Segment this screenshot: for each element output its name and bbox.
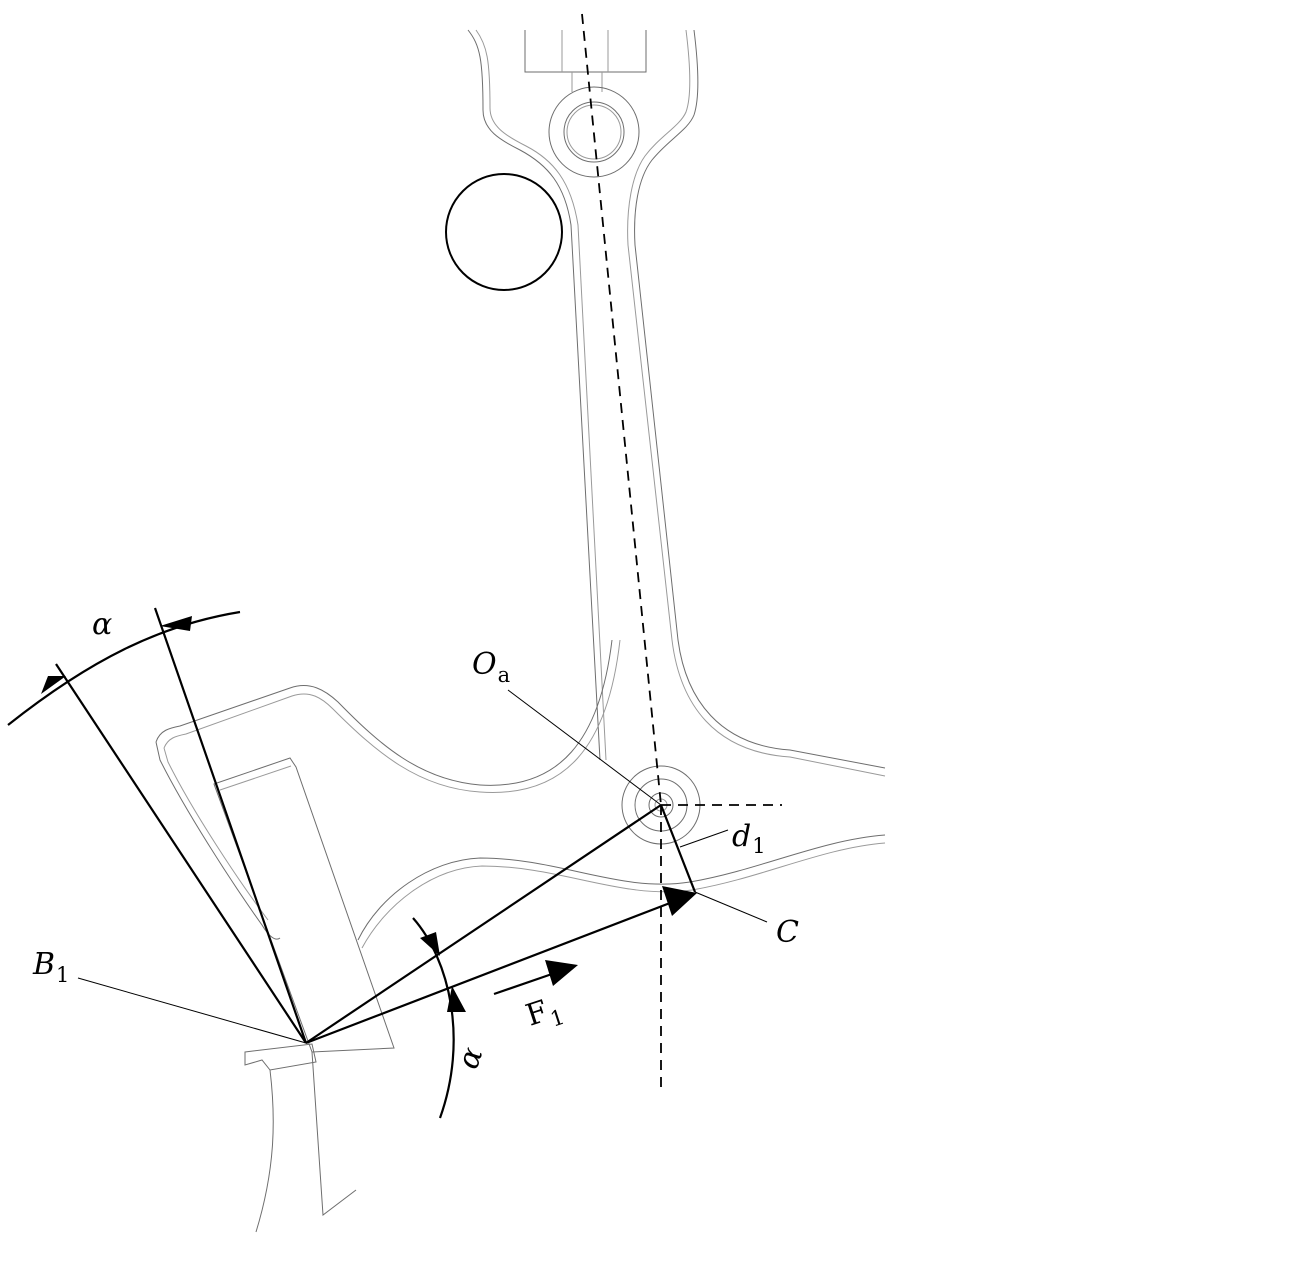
- alpha-arc-top-arrow-right: [160, 616, 192, 631]
- label-F1-group: F1: [522, 989, 568, 1038]
- force-construction-lines: [55, 607, 697, 1045]
- label-F1-main: F: [522, 994, 553, 1034]
- label-B1-sub: 1: [56, 963, 69, 987]
- centerline-lever: [581, 13, 662, 806]
- alpha-arc-bottom-arrow-top: [420, 932, 440, 956]
- label-alpha-bottom: α: [451, 1043, 491, 1074]
- lower-body-outline: [155, 639, 886, 949]
- base-piece-outline: [244, 1043, 357, 1233]
- lever-arm-outline: [467, 29, 886, 777]
- label-Oa-sub: a: [498, 663, 511, 687]
- label-B1: B1: [32, 947, 69, 987]
- force-arrowhead: [662, 886, 697, 916]
- label-d1-sub: 1: [752, 834, 765, 858]
- label-Oa: Oa: [472, 647, 510, 687]
- pawl-outline: [213, 757, 395, 1053]
- alpha-arc-bottom-arrow-bottom: [447, 986, 466, 1012]
- leader-Oa: [507, 689, 662, 806]
- alpha-arc-top: [7, 610, 241, 726]
- label-Oa-main: O: [472, 647, 497, 682]
- label-F1: F1: [522, 989, 568, 1038]
- F1-direction-line: [493, 972, 553, 996]
- label-alpha-top: α: [92, 607, 112, 642]
- label-d1: d1: [732, 819, 766, 858]
- roller-circle: [445, 173, 563, 291]
- label-C: C: [776, 915, 799, 950]
- label-d1-main: d: [732, 819, 751, 854]
- leader-d1: [679, 829, 729, 848]
- F1-direction-arrowhead: [545, 960, 578, 986]
- leader-B1: [77, 977, 307, 1044]
- label-alpha-bottom-group: α: [451, 1043, 491, 1074]
- alpha-arc-top-arrow-left: [41, 676, 66, 694]
- label-B1-main: B: [32, 947, 55, 982]
- leader-C: [694, 891, 768, 923]
